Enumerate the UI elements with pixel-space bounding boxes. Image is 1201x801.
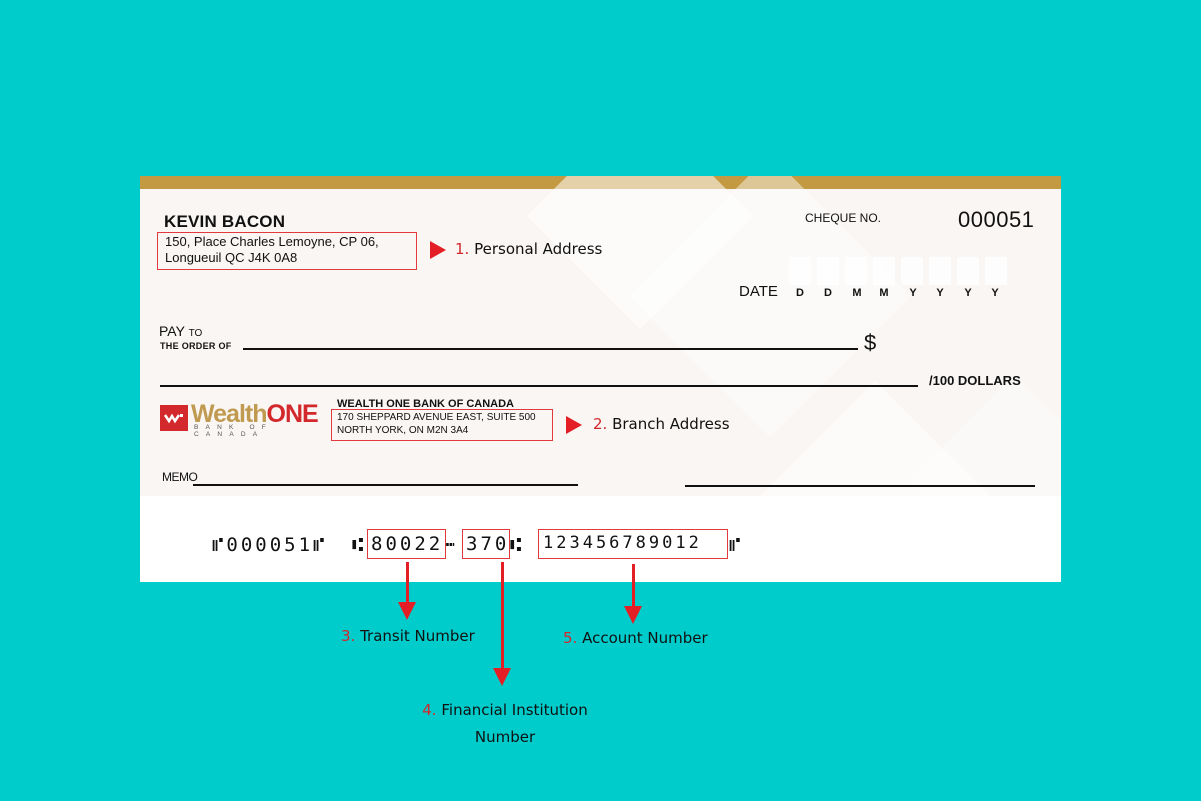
annotation-label: Account Number	[582, 629, 708, 647]
date-box[interactable]	[845, 257, 867, 285]
micr-account-end-symbol: ⑈	[729, 534, 744, 556]
date-format-letter: Y	[936, 287, 944, 299]
arrow-right-icon	[566, 416, 582, 434]
payer-name: KEVIN BACON	[164, 212, 286, 231]
date-format-letter: D	[796, 287, 804, 299]
account-number-box: 123456789012	[538, 529, 728, 559]
amount-words-line[interactable]	[160, 385, 918, 387]
date-format-letter: Y	[991, 287, 999, 299]
payee-line[interactable]	[243, 348, 858, 350]
bank-logo-mark-icon	[160, 405, 188, 431]
branch-address-line-2: NORTH YORK, ON M2N 3A4	[337, 425, 469, 436]
bank-name: WEALTH ONE BANK OF CANADA	[337, 398, 515, 410]
arrow-down-line	[632, 564, 635, 608]
pay-to-text: TO	[188, 328, 203, 339]
micr-transit-symbol: ⑆	[352, 534, 367, 556]
arrow-down-line	[501, 562, 504, 670]
logo-one: ONE	[266, 400, 319, 428]
annotation-account-number: 5. Account Number	[563, 629, 708, 647]
date-box[interactable]	[985, 257, 1007, 285]
pay-text: PAY	[159, 323, 185, 339]
dollars-label: /100 DOLLARS	[929, 373, 1021, 388]
date-box[interactable]	[901, 257, 923, 285]
date-box[interactable]	[873, 257, 895, 285]
bank-logo-subtitle: BANK OF CANADA	[194, 424, 273, 438]
annotation-number: 3.	[341, 627, 356, 645]
branch-address-box: 170 SHEPPARD AVENUE EAST, SUITE 500 NORT…	[331, 409, 553, 441]
transit-number-box: 80022	[367, 529, 446, 559]
micr-dash-symbol: ⑉	[446, 534, 458, 550]
micr-institution-number: 370	[466, 533, 510, 555]
date-format-letter: D	[824, 287, 832, 299]
annotation-label-line-2: Number	[474, 728, 536, 746]
date-box[interactable]	[789, 257, 811, 285]
bank-logo: WealthONE BANK OF CANADA	[160, 400, 324, 438]
memo-label: MEMO	[162, 470, 198, 484]
date-format-letter: Y	[909, 287, 917, 299]
date-format-letter: M	[852, 287, 862, 299]
order-of-label: THE ORDER OF	[160, 341, 232, 351]
cheque: KEVIN BACON 150, Place Charles Lemoyne, …	[140, 176, 1061, 582]
pay-label: PAY TO	[159, 323, 202, 339]
cheque-number-label: CHEQUE NO.	[805, 211, 882, 225]
annotation-transit-number: 3. Transit Number	[341, 627, 475, 645]
annotation-label: Personal Address	[474, 240, 603, 258]
arrow-down-icon	[398, 602, 416, 620]
annotation-number: 4.	[422, 701, 437, 719]
date-label: DATE	[739, 283, 778, 300]
address-line-2: Longueuil QC J4K 0A8	[165, 250, 298, 265]
date-box[interactable]	[957, 257, 979, 285]
cheque-number: 000051	[958, 207, 1035, 232]
branch-address-line-1: 170 SHEPPARD AVENUE EAST, SUITE 500	[337, 412, 536, 423]
dollar-sign: $	[864, 330, 877, 355]
arrow-down-icon	[624, 606, 642, 624]
memo-line[interactable]	[193, 484, 578, 486]
address-line-1: 150, Place Charles Lemoyne, CP 06,	[165, 234, 379, 249]
arrow-down-icon	[493, 668, 511, 686]
date-box[interactable]	[817, 257, 839, 285]
annotation-personal-address: 1. Personal Address	[455, 240, 602, 258]
personal-address-box: 150, Place Charles Lemoyne, CP 06, Longu…	[157, 232, 417, 270]
arrow-right-icon	[430, 241, 446, 259]
signature-line[interactable]	[685, 485, 1035, 487]
annotation-number: 5.	[563, 629, 578, 647]
date-format-letter: M	[879, 287, 889, 299]
date-format-letter: Y	[964, 287, 972, 299]
logo-wealth: Wealth	[191, 400, 267, 428]
annotation-label: Financial Institution	[441, 701, 588, 719]
micr-transit-end-symbol: ⑆	[510, 534, 525, 556]
micr-strip	[140, 496, 1061, 582]
annotation-label: Branch Address	[612, 415, 730, 433]
micr-account-number: 123456789012	[543, 533, 702, 553]
micr-transit-number: 80022	[371, 533, 444, 555]
micr-cheque-number: ⑈000051⑈	[212, 534, 328, 556]
date-box[interactable]	[929, 257, 951, 285]
institution-number-box: 370	[462, 529, 510, 559]
annotation-branch-address: 2. Branch Address	[593, 415, 730, 433]
annotation-number: 1.	[455, 240, 470, 258]
annotation-institution-number: 4. Financial Institution Number	[420, 697, 590, 751]
annotation-label: Transit Number	[360, 627, 475, 645]
annotation-number: 2.	[593, 415, 608, 433]
arrow-down-line	[406, 562, 409, 604]
bank-logo-text: WealthONE	[191, 400, 319, 429]
